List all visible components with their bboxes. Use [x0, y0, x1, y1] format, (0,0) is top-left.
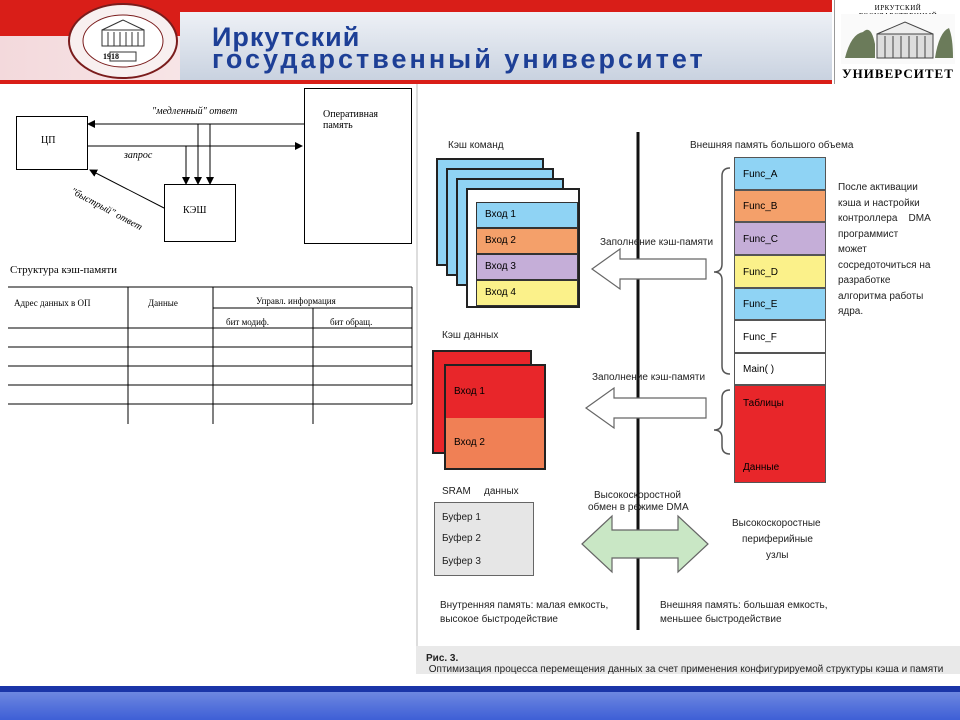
cache-label: КЭШ	[183, 205, 207, 216]
seal-year: 1918	[103, 52, 119, 61]
note-line: кэша и настройки	[838, 197, 920, 209]
ram-label: Оперативная память	[323, 109, 379, 131]
peripheral-line-3: узлы	[766, 550, 789, 561]
note-line: алгоритма работы	[838, 290, 924, 302]
note-line: программист	[838, 228, 899, 240]
dma-label-1: Высокоскоростной	[594, 490, 682, 501]
note-line: После активации	[838, 182, 918, 193]
figure-caption: Рис. 3. Оптимизация процесса перемещения…	[426, 653, 960, 675]
data-cache-title: Кэш данных	[442, 330, 499, 341]
col-access-bit: бит обращ.	[330, 317, 373, 327]
ext-tables-label: Таблицы	[743, 398, 784, 409]
sram-title: SRAM	[442, 486, 471, 497]
ext-func-d: Func_D	[734, 255, 826, 288]
ext-mem-title: Внешняя память большого объема	[690, 140, 854, 151]
note-line: контроллера DMA	[838, 213, 931, 224]
header-red-line	[0, 80, 832, 84]
cache-table-grid	[8, 286, 413, 424]
ext-main: Main( )	[734, 353, 826, 385]
cmd-entry-4: Вход 4	[476, 280, 578, 306]
figure-caption-bar	[416, 646, 960, 674]
fill-cache-label-2: Заполнение кэш-памяти	[592, 372, 706, 383]
slow-answer-label: "медленный" ответ	[152, 106, 238, 117]
header-title-band	[180, 12, 832, 80]
figure-lines	[416, 84, 731, 648]
ext-func-e: Func_E	[734, 288, 826, 320]
ext-func-c: Func_C	[734, 222, 826, 255]
dma-label-2: обмен в режиме DMA	[588, 502, 689, 513]
peripheral-line-1: Высокоскоростные	[732, 518, 821, 529]
footer-dark-line	[0, 686, 960, 692]
cmd-entry-3: Вход 3	[476, 254, 578, 280]
ext-data-label: Данные	[743, 462, 780, 473]
cache-box: КЭШ	[164, 184, 236, 242]
caption-number: Рис. 3.	[426, 653, 459, 664]
cache-flow-diagram	[87, 120, 304, 209]
ext-tables-data: Таблицы Данные	[734, 385, 826, 483]
university-seal-icon	[68, 3, 178, 79]
header-red-band	[0, 0, 832, 12]
col-data: Данные	[148, 298, 178, 308]
internal-mem-line-2: высокое быстродействие	[440, 614, 558, 625]
university-title-line1: Иркутский	[212, 22, 361, 52]
external-mem-line-1: Внешняя память: большая емкость,	[660, 600, 828, 611]
cmd-cache-title: Кэш команд	[448, 140, 504, 151]
col-address: Адрес данных в ОП	[14, 298, 91, 308]
university-title-line2: государственный университет	[212, 44, 706, 74]
note-line: может	[838, 244, 867, 255]
sram-data-label: данных	[484, 486, 519, 497]
note-line: сосредоточиться на	[838, 259, 931, 271]
note-line: ядра.	[838, 306, 864, 317]
fill-cache-label-1: Заполнение кэш-памяти	[600, 237, 714, 248]
sram-buffer-3: Буфер 3	[442, 556, 481, 567]
sram-buffer-2: Буфер 2	[442, 533, 481, 544]
university-building-icon	[841, 14, 955, 64]
university-logo: ИРКУТСКИЙ ГОСУДАРСТВЕННЫЙ УНИВЕРСИТЕТ	[834, 0, 960, 84]
cpu-label: ЦП	[41, 135, 56, 146]
data-entry-1: Вход 1	[446, 366, 544, 418]
logo-bottom-text: УНИВЕРСИТЕТ	[842, 66, 954, 81]
note-line: разработке	[838, 275, 891, 286]
cpu-box: ЦП	[16, 116, 88, 170]
ext-func-f: Func_F	[734, 320, 826, 353]
ext-func-b: Func_B	[734, 190, 826, 222]
ram-box: Оперативная память	[304, 88, 412, 244]
request-label: запрос	[124, 150, 153, 161]
peripheral-line-2: периферийные	[742, 534, 813, 545]
col-control: Управл. информация	[256, 296, 336, 306]
ext-func-a: Func_A	[734, 157, 826, 190]
external-mem-line-2: меньшее быстродействие	[660, 614, 782, 625]
cache-structure-title: Структура кэш-памяти	[10, 264, 118, 276]
caption-text: Оптимизация процесса перемещения данных …	[426, 664, 944, 675]
sram-box	[434, 502, 534, 576]
footer-blue-band	[0, 692, 960, 720]
col-mod-bit: бит модиф.	[226, 317, 269, 327]
internal-mem-line-1: Внутренняя память: малая емкость,	[440, 600, 609, 611]
cmd-entry-2: Вход 2	[476, 228, 578, 254]
data-entry-2: Вход 2	[446, 418, 544, 468]
cmd-entry-1: Вход 1	[476, 202, 578, 228]
sram-buffer-1: Буфер 1	[442, 512, 481, 523]
note-text: После активации кэша и настройки контрол…	[838, 180, 931, 320]
